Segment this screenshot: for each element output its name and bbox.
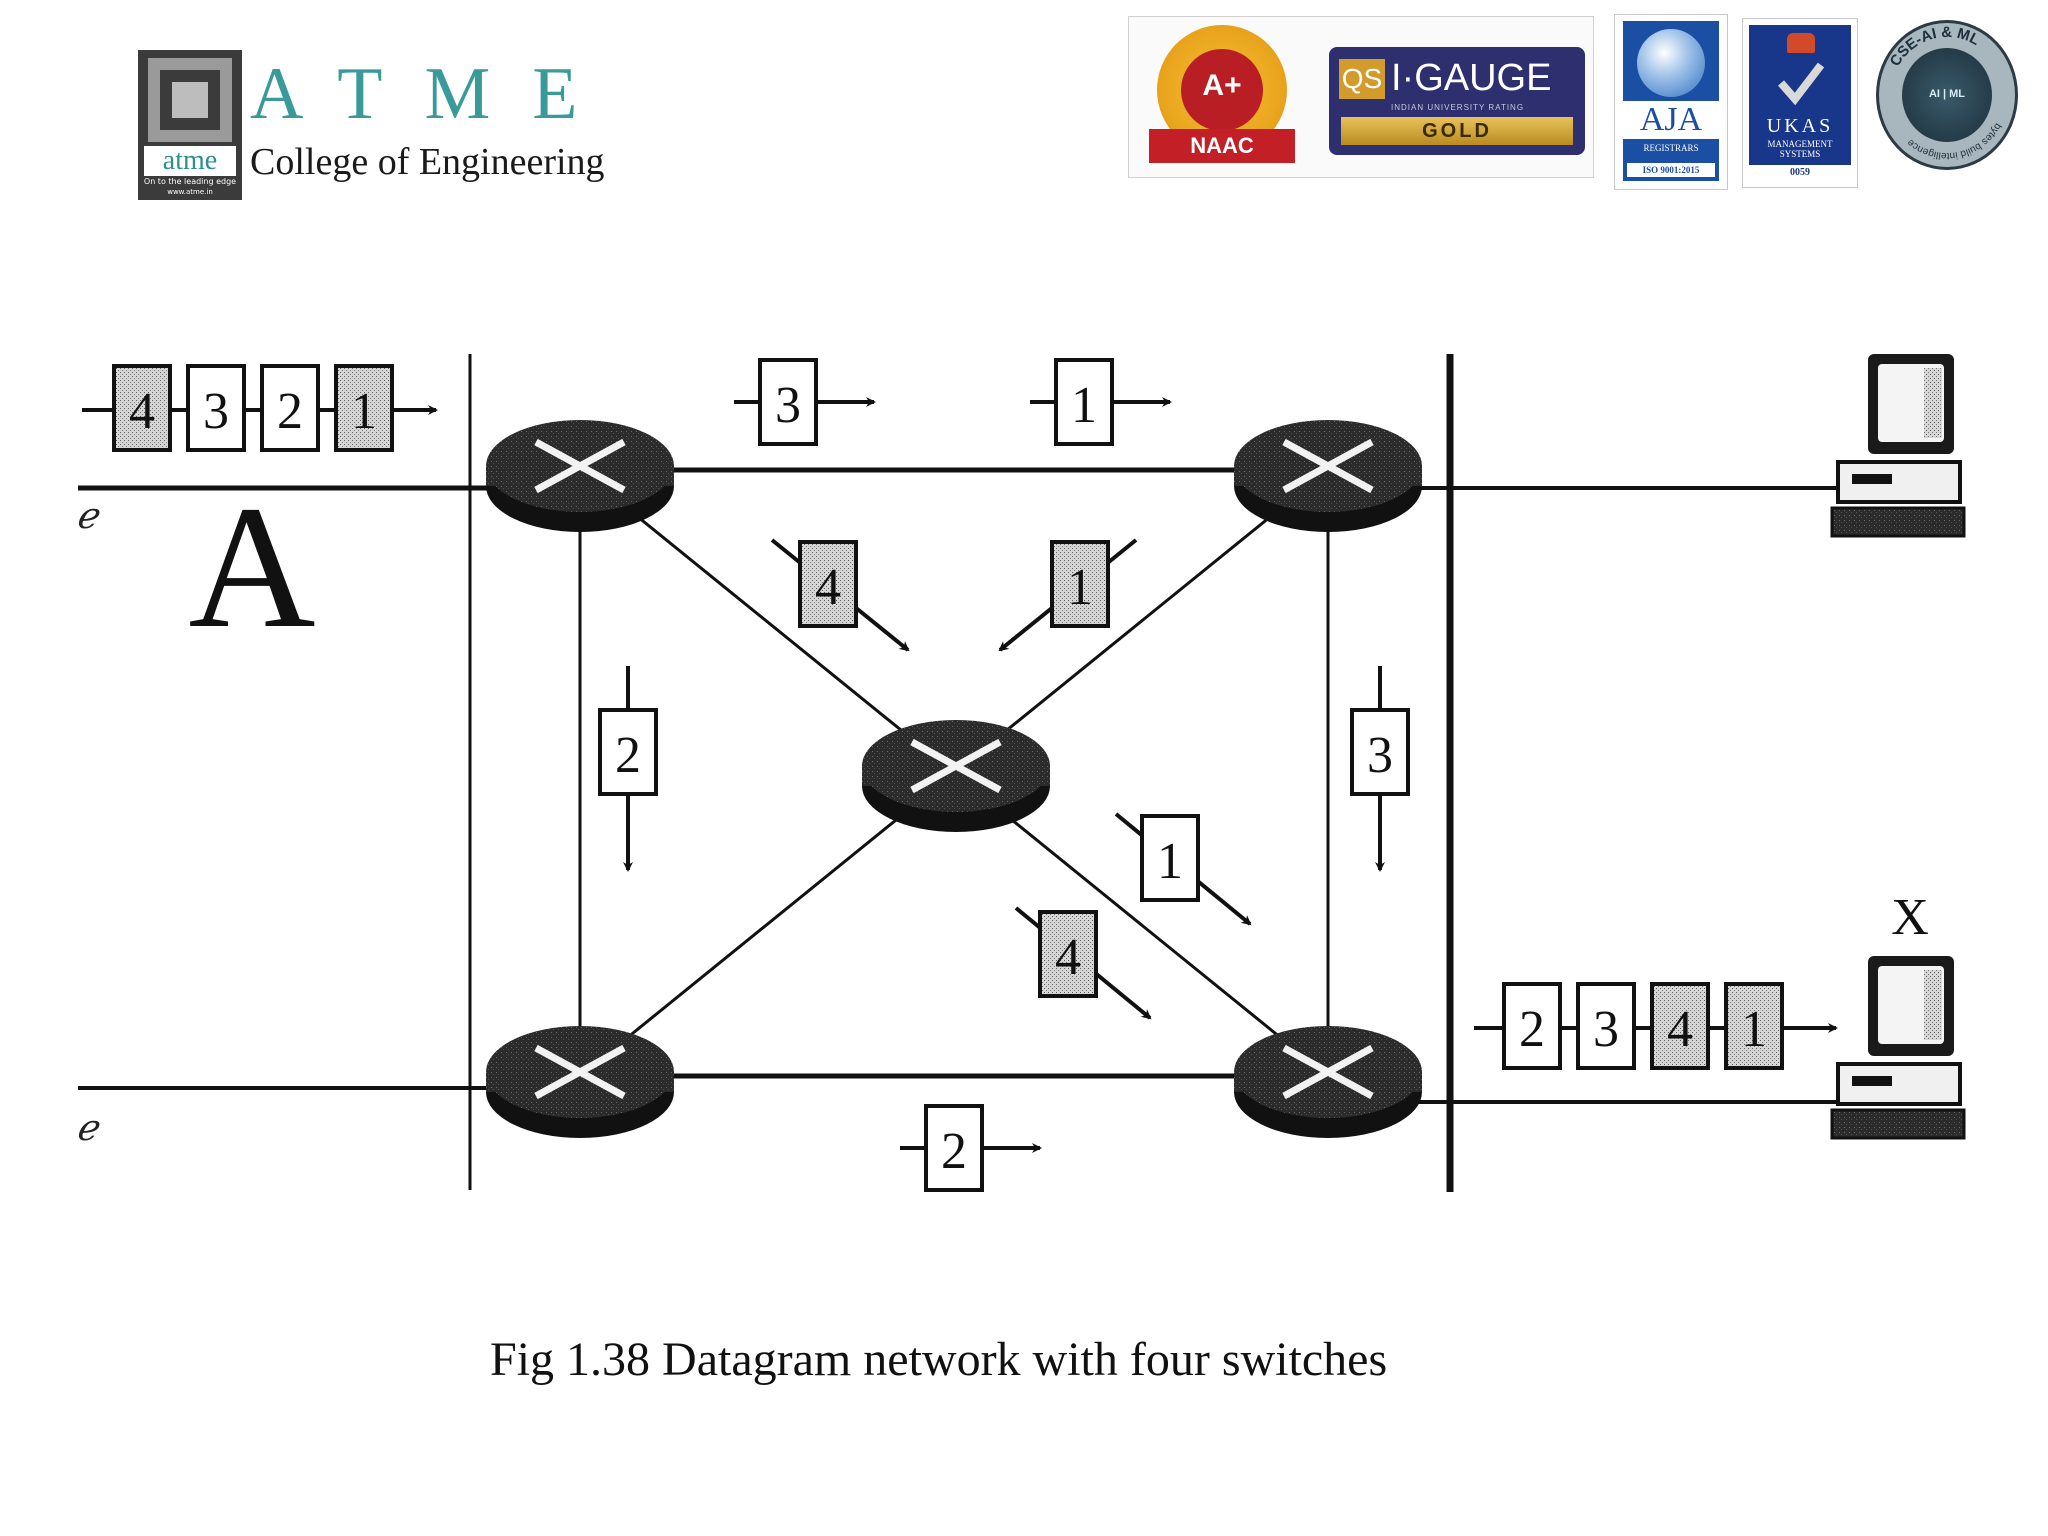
checkmark-icon (1777, 62, 1825, 106)
emblem-word: atme (144, 146, 236, 176)
packet-number: 4 (129, 383, 155, 440)
qs-igauge-badge: QS I·GAUGE INDIAN UNIVERSITY RATING GOLD (1329, 47, 1585, 155)
ukas-badge: UKAS MANAGEMENT SYSTEMS 0059 (1742, 18, 1858, 188)
packet-number: 2 (615, 727, 641, 784)
packet (1050, 540, 1110, 628)
packet-number: 4 (815, 559, 841, 616)
packet-number: 3 (203, 383, 229, 440)
packet (1054, 358, 1114, 446)
naac-grade: A+ (1202, 69, 1242, 102)
packet-number: 3 (1367, 727, 1393, 784)
brain-icon (1902, 48, 1992, 142)
packet-number: 2 (277, 383, 303, 440)
packet (598, 708, 658, 796)
accreditation-badges: A+ NAAC QS I·GAUGE INDIAN UNIVERSITY RAT… (1128, 14, 2028, 194)
aja-name: AJA (1623, 101, 1719, 139)
packet-number: 2 (1519, 1001, 1545, 1058)
destination-label: X (1891, 889, 1929, 946)
switch-top-right (1234, 420, 1422, 532)
switch-bottom-left (486, 1026, 674, 1138)
emblem-url: www.atme.in (167, 188, 213, 196)
qs-rating: GOLD (1341, 117, 1573, 145)
packet-number: 1 (1741, 1001, 1767, 1058)
ukas-name: UKAS (1766, 115, 1834, 137)
figure-caption: Fig 1.38 Datagram network with four swit… (490, 1333, 1388, 1386)
switch-bottom-right (1234, 1026, 1422, 1138)
packet (1350, 708, 1410, 796)
packet-number: 4 (1667, 1001, 1693, 1058)
source-label: A (188, 470, 315, 665)
department-code: AI | ML (1928, 88, 1966, 100)
packet (1576, 982, 1636, 1070)
emblem-tagline: On to the leading edge (143, 177, 237, 186)
packet-number: 2 (941, 1123, 967, 1180)
switch-center (862, 720, 1050, 832)
ukas-number: 0059 (1790, 167, 1810, 178)
computer-icon-top (1830, 354, 1966, 538)
aja-iso: ISO 9001:2015 (1627, 163, 1715, 177)
packet-number: 1 (1157, 833, 1183, 890)
college-logo: atme On to the leading edge www.atme.in … (138, 50, 605, 200)
computer-icon-bottom (1830, 956, 1966, 1140)
packet (1650, 982, 1710, 1070)
packet (1724, 982, 1784, 1070)
naac-label: NAAC (1149, 129, 1295, 163)
packet-number: 1 (351, 383, 377, 440)
qs-mark: QS (1339, 59, 1385, 99)
packet-number: 4 (1055, 929, 1081, 986)
packet (260, 364, 320, 452)
packet (924, 1104, 984, 1192)
crown-icon (1787, 33, 1815, 53)
ukas-subtitle: MANAGEMENT SYSTEMS (1767, 139, 1833, 159)
arrived-packets: 2 3 4 1 (1502, 982, 1784, 1070)
packet (112, 364, 172, 452)
incoming-packets: 4 3 2 1 (112, 364, 394, 452)
packet (186, 364, 246, 452)
packet-number: 1 (1071, 377, 1097, 434)
globe-icon (1637, 29, 1705, 97)
packet (798, 540, 858, 628)
qs-name: I·GAUGE (1391, 57, 1552, 99)
packet-number: 3 (775, 377, 801, 434)
department-logo: CSE-AI & ML bytes build intelligence AI … (1876, 20, 2020, 172)
switch-top-left (486, 420, 674, 532)
packet-number: 3 (1593, 1001, 1619, 1058)
packet (334, 364, 394, 452)
college-name: College of Engineering (250, 141, 605, 183)
packet-number: 1 (1067, 559, 1093, 616)
sender-mark-top: ℯ (76, 496, 101, 536)
qs-subtitle: INDIAN UNIVERSITY RATING (1391, 103, 1525, 112)
packet (758, 358, 818, 446)
college-emblem: atme On to the leading edge www.atme.in (138, 50, 242, 200)
packet (1038, 910, 1098, 998)
aja-subtitle: REGISTRARS (1643, 143, 1699, 153)
packet (1140, 814, 1200, 902)
sender-mark-bottom: ℯ (76, 1108, 101, 1148)
packet (1502, 982, 1562, 1070)
college-acronym: ATME (250, 53, 620, 135)
aja-badge: AJA REGISTRARS ISO 9001:2015 (1614, 14, 1728, 190)
naac-badge: A+ NAAC (1149, 25, 1295, 171)
rating-panel: A+ NAAC QS I·GAUGE INDIAN UNIVERSITY RAT… (1128, 16, 1594, 178)
